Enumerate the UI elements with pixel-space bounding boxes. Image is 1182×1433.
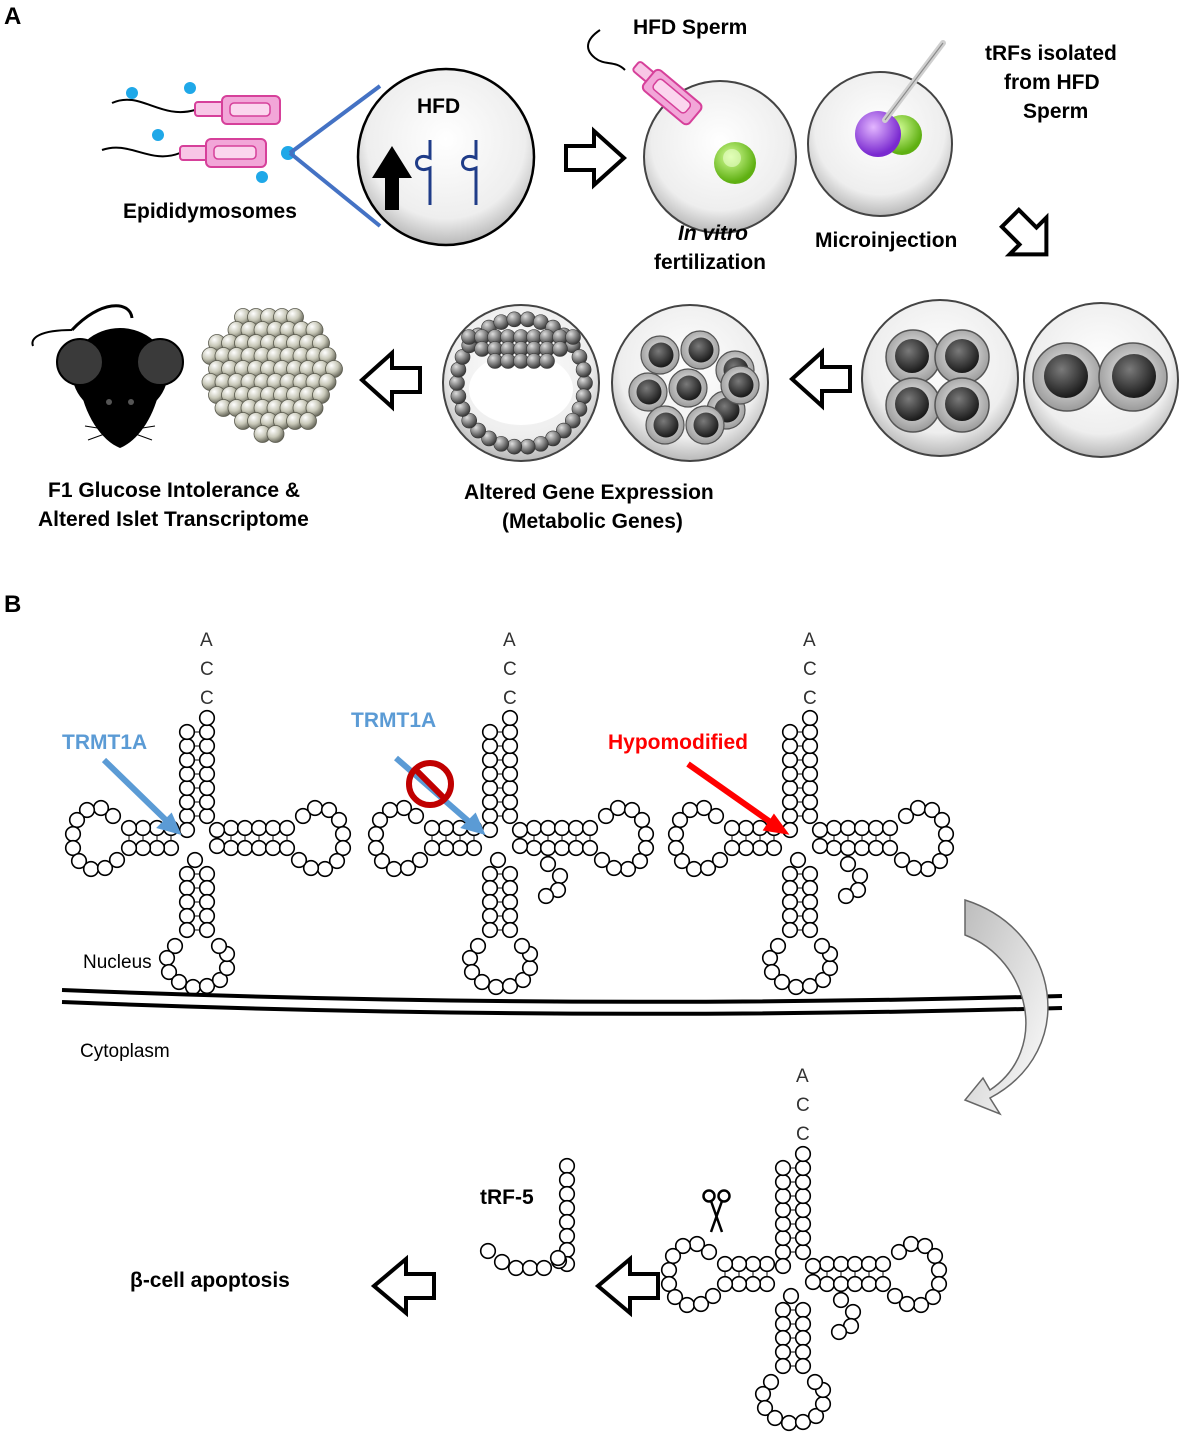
trf5-fragment	[479, 1157, 576, 1277]
trf5-label: tRF-5	[480, 1186, 534, 1209]
f1-label-line2: Altered Islet Transcriptome	[38, 508, 309, 531]
trna-structure-2: ACC	[367, 630, 655, 996]
four-cell-dish	[861, 299, 1019, 457]
trmt1a-arrow-1	[101, 757, 182, 836]
scissors-icon	[702, 1189, 731, 1233]
zoom-line-bottom	[288, 151, 382, 228]
export-curved-arrow	[963, 898, 1049, 1116]
ivf-label-line2: fertilization	[654, 251, 766, 274]
zoom-line-top	[288, 84, 382, 155]
trfs-isolated-line3: Sperm	[1023, 100, 1088, 123]
trfs-isolated-line1: tRFs isolated	[985, 42, 1117, 65]
two-cell-dish	[1023, 302, 1179, 458]
trna-structure-3: ACC	[667, 630, 955, 996]
acc-nucleotide: C	[503, 659, 517, 680]
microinjection-dish	[807, 40, 953, 217]
acc-nucleotide: C	[200, 688, 214, 709]
arrow-to-apoptosis	[370, 1254, 436, 1318]
trf-hairpin-icons	[415, 140, 478, 205]
acc-nucleotide: A	[503, 630, 516, 651]
arrow-to-trf5	[594, 1254, 660, 1318]
apoptosis-label: β-cell apoptosis	[130, 1269, 290, 1292]
trmt1a-label-1: TRMT1A	[62, 731, 147, 754]
islet-cluster	[201, 308, 343, 443]
f1-label-line1: F1 Glucose Intolerance &	[48, 479, 300, 502]
up-arrow-icon	[372, 146, 412, 210]
acc-nucleotide: C	[503, 688, 517, 709]
gene-expression-line2: (Metabolic Genes)	[502, 510, 683, 533]
epididymosomes-label: Epididymosomes	[123, 200, 297, 223]
arrow-to-ivf	[564, 126, 627, 190]
acc-nucleotide: C	[796, 1095, 810, 1116]
mouse-icon	[31, 304, 184, 448]
blastocyst-dish	[442, 304, 600, 462]
acc-nucleotide: C	[796, 1124, 810, 1145]
acc-nucleotide: C	[200, 659, 214, 680]
acc-nucleotide: C	[803, 688, 817, 709]
prohibition-icon	[406, 760, 454, 808]
trna-structure-1: ACC	[64, 630, 352, 996]
arrow-to-morula	[789, 347, 852, 411]
nuclear-membrane	[61, 988, 1063, 1016]
ivf-label-line1: In vitro	[678, 222, 748, 245]
panel-b-letter: B	[4, 591, 21, 618]
hypomodified-arrow	[686, 761, 790, 835]
hypomodified-label: Hypomodified	[608, 731, 748, 754]
trmt1a-label-2: TRMT1A	[351, 709, 436, 732]
acc-nucleotide: C	[803, 659, 817, 680]
panel-a-letter: A	[4, 3, 21, 30]
hfd-sperm-label: HFD Sperm	[633, 16, 747, 39]
arrow-down-right	[999, 207, 1049, 257]
ivf-dish	[587, 29, 797, 234]
hfd-label: HFD	[417, 95, 460, 118]
microinjection-label: Microinjection	[815, 229, 957, 252]
trna-structure-cytoplasm: ACC	[660, 1066, 948, 1432]
gene-expression-line1: Altered Gene Expression	[464, 481, 714, 504]
acc-nucleotide: A	[803, 630, 816, 651]
trfs-isolated-line2: from HFD	[1004, 71, 1100, 94]
sperm-icon	[101, 95, 281, 168]
hfd-zoom-circle: HFD	[356, 67, 536, 247]
arrow-to-islet	[359, 348, 422, 412]
nucleus-label: Nucleus	[83, 952, 152, 973]
cytoplasm-label: Cytoplasm	[80, 1041, 170, 1062]
morula-dish	[611, 304, 769, 462]
acc-nucleotide: A	[796, 1066, 809, 1087]
acc-nucleotide: A	[200, 630, 213, 651]
